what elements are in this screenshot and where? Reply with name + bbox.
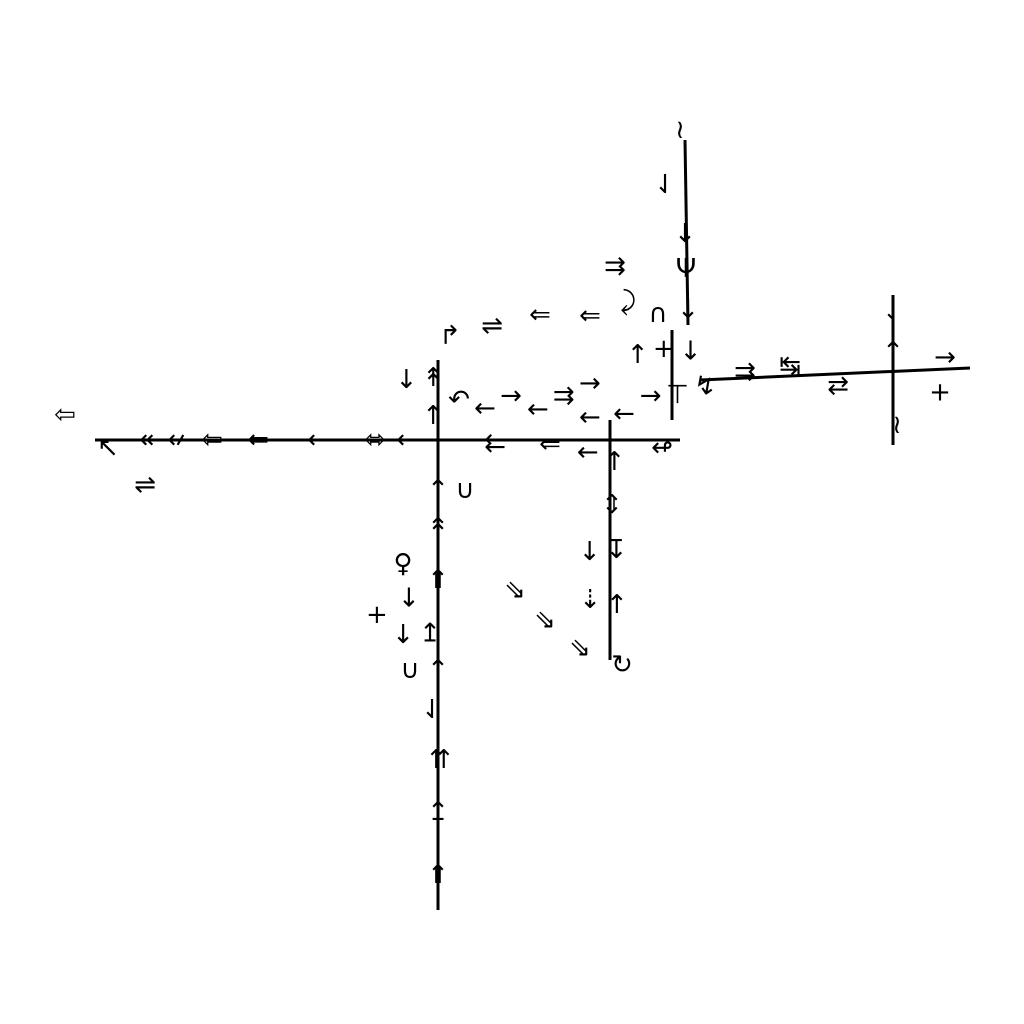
left-arrow-icon: ← xyxy=(527,395,549,425)
uup-arrow-icon: ⇈ xyxy=(429,745,451,775)
left-arrow-icon: ← xyxy=(396,425,418,455)
left-arrow-icon: ← xyxy=(579,402,601,432)
up-arrow-icon: ↑ xyxy=(422,401,444,431)
bar-down-arrow-icon: ↧ xyxy=(606,535,628,565)
top-vertical-line xyxy=(683,139,690,326)
dleft-arrow-icon: ⇐ xyxy=(529,300,551,330)
wave-arrow-icon: ≀ xyxy=(892,410,902,440)
glyph-layer: ⇦↖⇌↞↚⇦⇐⇠⬄←⇇⇐←↫↶→⇉→→←←←←↱⇌⇐⇐⤸⇉↓↟↑↑∪↟⇑↥♀↓+… xyxy=(54,115,956,890)
dleft-arrow-icon: ⇐ xyxy=(539,430,561,460)
harpoons-arrow-icon: ⇌ xyxy=(481,311,503,341)
left-arrow-icon: ← xyxy=(613,399,635,429)
cup-arrow-icon: ∪ xyxy=(455,475,474,505)
tack-arrow-icon: ⊤ xyxy=(666,380,689,410)
lleft-arrow-icon: ⇇ xyxy=(484,429,506,459)
rright-arrow-icon: ⇉ xyxy=(604,252,626,282)
nw-arrow-icon: ↖ xyxy=(97,433,119,463)
dleft-arrow-icon: ⇐ xyxy=(579,301,601,331)
right-arrow-icon: → xyxy=(500,381,522,411)
ccw-arrow-icon: ↶ xyxy=(448,385,470,415)
down-arrow-icon: ↓ xyxy=(677,295,699,325)
updown-arrow-icon: ⇕ xyxy=(601,490,623,520)
plus-arrow-icon: + xyxy=(366,600,388,630)
right-arrow-icon: → xyxy=(934,343,956,373)
se-arrow-icon: ⇘ xyxy=(534,605,556,635)
right-horizontal-line xyxy=(699,366,971,382)
cup-arrow-icon: ∪ xyxy=(400,655,419,685)
psi-arrow-icon: Ψ xyxy=(676,254,696,284)
female-arrow-icon: ♀ xyxy=(393,549,412,579)
up-arrow-icon: ↑ xyxy=(606,590,628,620)
se-arrow-icon: ⇘ xyxy=(504,575,526,605)
right-arrow-icon: → xyxy=(579,368,601,398)
plus-arrow-icon: + xyxy=(929,378,951,408)
bar-up-arrow-icon: ↥ xyxy=(419,618,441,648)
down-arrow-icon: ↓ xyxy=(396,365,418,395)
dash-left-arrow-icon: ⇠ xyxy=(307,425,329,455)
strike-left-arrow-icon: ↚ xyxy=(167,425,189,455)
up-arrow-icon: ↑ xyxy=(882,337,904,367)
harp-down-arrow-icon: ⇃ xyxy=(654,170,676,200)
down-arrow-icon: ↓ xyxy=(674,219,696,249)
loop-left-arrow-icon: ↫ xyxy=(651,433,673,463)
rright-arrow-icon: ⇉ xyxy=(734,357,756,387)
two-head-left-arrow-icon: ↞ xyxy=(139,425,161,455)
up-arrow-icon: ↑ xyxy=(427,655,449,685)
cw-arrow-icon: ↻ xyxy=(611,650,633,680)
tab-arrow-icon: ↹ xyxy=(779,351,801,381)
hollow-left-arrow-icon: ⇦ xyxy=(54,400,76,430)
up-arrow-icon: ↑ xyxy=(604,447,626,477)
connectors xyxy=(95,139,971,910)
harpoons-rl-arrow-icon: ⇄ xyxy=(827,371,849,401)
harp-down-arrow-icon: ⇃ xyxy=(421,695,443,725)
turn-right-arrow-icon: ↱ xyxy=(439,321,461,351)
two-head-up-arrow-icon: ↟ xyxy=(422,363,444,393)
bar-up-arrow-icon: ↥ xyxy=(427,797,449,827)
cap-arrow-icon: ∩ xyxy=(648,299,667,329)
up-arrow-icon: ↑ xyxy=(427,475,449,505)
left-arrow-icon: ← xyxy=(474,394,496,424)
harpoons-arrow-icon: ⇌ xyxy=(134,470,156,500)
dup-arrow-icon: ⇑ xyxy=(427,860,449,890)
left-arrow-icon: ← xyxy=(577,437,599,467)
down-arrow-icon: ↓ xyxy=(680,337,702,367)
zig-arrow-icon: ↯ xyxy=(694,372,716,402)
dash-down-arrow-icon: ⇣ xyxy=(579,585,601,615)
hollow-left-arrow-icon: ⇦ xyxy=(201,425,223,455)
hollow-lr-arrow-icon: ⬄ xyxy=(364,425,386,455)
rright-arrow-icon: ⇉ xyxy=(553,381,575,411)
up-arrow-icon: ↑ xyxy=(627,340,649,370)
plus-arrow-icon: + xyxy=(653,334,675,364)
down-arrow-icon: ↓ xyxy=(579,537,601,567)
dleft-arrow-icon: ⇐ xyxy=(247,425,269,455)
harp-down-arrow-icon: ⇃ xyxy=(882,297,904,327)
curve-arrow-icon: ⤸ xyxy=(620,287,636,317)
down-arrow-icon: ↓ xyxy=(392,620,414,650)
down-arrow-icon: ↓ xyxy=(398,583,420,613)
wave-arrow-icon: ≀ xyxy=(675,115,685,145)
dup-arrow-icon: ⇑ xyxy=(427,565,449,595)
two-head-up-arrow-icon: ↟ xyxy=(427,513,449,543)
right-arrow-icon: → xyxy=(640,381,662,411)
se-arrow-icon: ⇘ xyxy=(569,633,591,663)
